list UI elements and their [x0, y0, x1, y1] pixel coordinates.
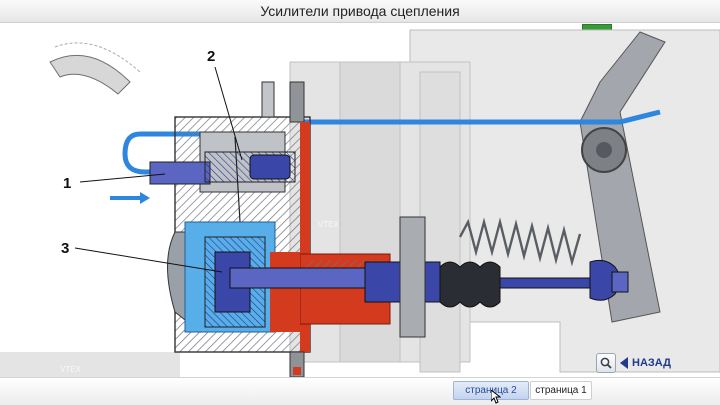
mounting-flange — [399, 216, 426, 338]
clutch-disc-sketch — [49, 42, 141, 95]
window-title: Усилители привода сцепления — [260, 3, 460, 19]
control-valve — [149, 136, 296, 223]
return-spring — [458, 217, 582, 267]
mouse-cursor-icon — [491, 390, 501, 404]
tab-page-1[interactable]: страница 1 — [530, 381, 592, 400]
clutch-pedal-lever — [579, 31, 666, 323]
back-arrow-icon — [620, 357, 628, 369]
back-button-label[interactable]: НАЗАД — [632, 357, 671, 369]
callout-leaders — [74, 66, 243, 273]
air-line — [122, 131, 200, 175]
zoom-button[interactable] — [596, 353, 616, 373]
callout-3: 3 — [61, 240, 70, 257]
watermark-text-2: VTEX — [60, 365, 82, 374]
callout-2: 2 — [207, 48, 216, 65]
rubber-boot — [439, 261, 501, 308]
back-nav[interactable]: НАЗАД — [596, 353, 671, 373]
push-rod — [499, 277, 596, 289]
page-tabs-bar: страница 2 страница 1 — [0, 377, 720, 405]
magnifier-icon — [600, 357, 612, 369]
callout-1: 1 — [63, 175, 72, 192]
title-bar: Усилители привода сцепления — [0, 0, 720, 23]
watermark-text: VTEX — [318, 220, 340, 229]
clutch-booster-diagram: VTEX VTEX — [0, 29, 720, 377]
